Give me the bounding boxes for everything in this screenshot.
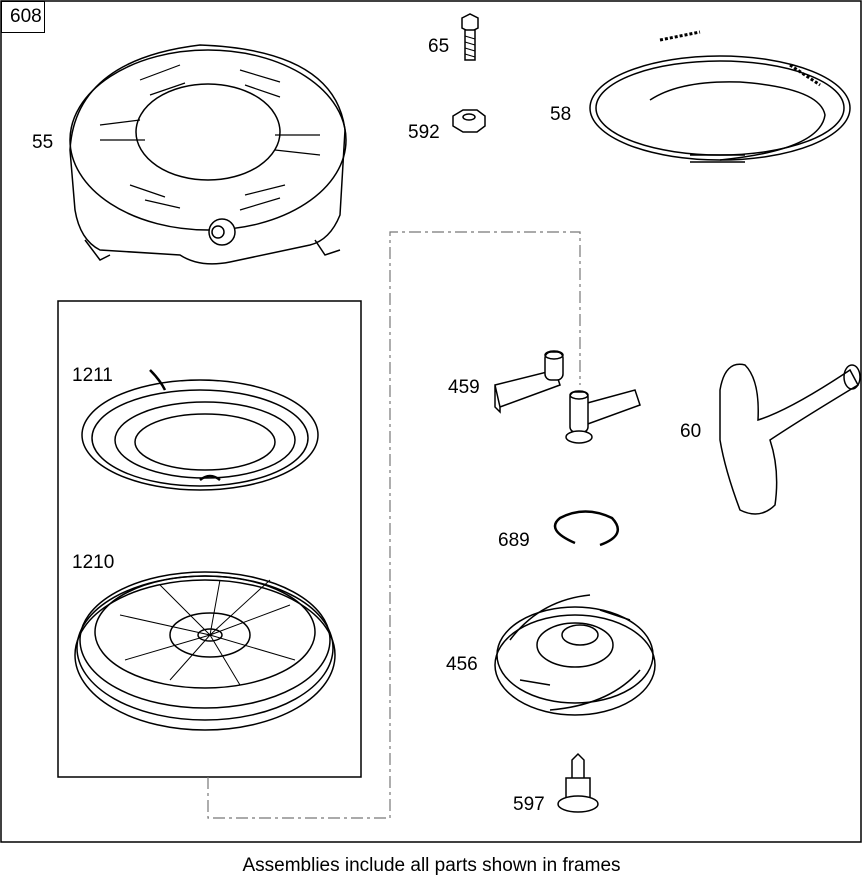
outer-frame [0,0,862,843]
part-label-65: 65 [428,36,450,57]
starter-handle-icon [719,363,861,515]
starter-pulley-icon [74,571,336,731]
starter-rope-icon [589,30,851,163]
part-label-55: 55 [32,132,54,153]
caption: Assemblies include all parts shown in fr… [242,855,621,876]
part-label-456: 456 [446,654,478,675]
hex-bolt-icon [461,13,479,61]
recoil-spring-icon [81,369,319,491]
part-label-592: 592 [408,122,440,143]
part-label-459: 459 [448,377,480,398]
part-label-60: 60 [680,421,702,442]
blower-housing-icon [69,44,347,265]
assembly-link-dashed-line [207,231,581,819]
pawl-icon [494,350,641,444]
part-label-689: 689 [498,530,530,551]
part-label-1211: 1211 [72,365,113,386]
shoulder-screw-icon [557,752,599,813]
assembly-frame [57,300,362,778]
pawl-retainer-icon [494,594,656,716]
retaining-ring-icon [553,510,620,547]
hex-nut-icon [452,109,486,133]
page-number: 608 [1,1,45,33]
part-label-597: 597 [513,794,545,815]
part-label-58: 58 [550,104,572,125]
part-label-1210: 1210 [72,552,115,573]
